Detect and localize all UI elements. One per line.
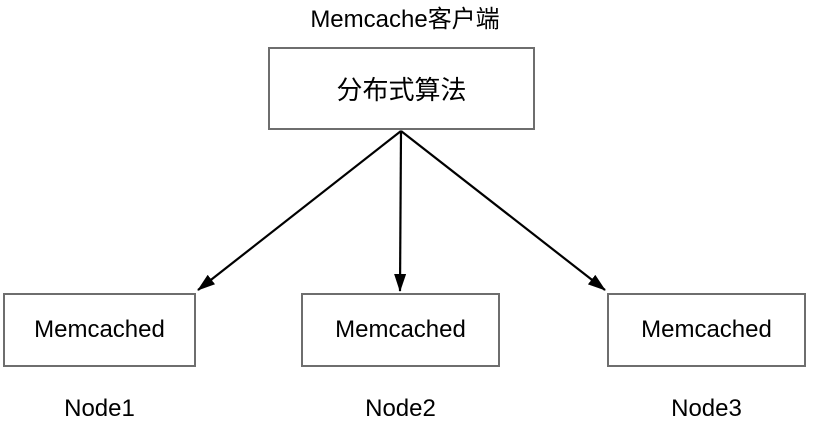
node3-box: Memcached (607, 293, 806, 367)
node2-box-label: Memcached (335, 316, 466, 343)
client-algorithm-label: 分布式算法 (336, 75, 467, 105)
node2-name-label: Node2 (365, 395, 436, 422)
node1-box-label: Memcached (34, 316, 165, 343)
arrow-client-to-node2 (394, 130, 407, 292)
node1-name-label: Node1 (64, 395, 135, 422)
client-algorithm-box: 分布式算法 (268, 47, 535, 130)
node2-box: Memcached (301, 293, 500, 367)
arrow-client-to-node3 (400, 130, 606, 291)
node3-box-label: Memcached (641, 316, 772, 343)
node3-name-label: Node3 (671, 395, 742, 422)
diagram-title: Memcache客户端 (310, 6, 500, 33)
arrow-client-to-node1 (197, 130, 402, 291)
node1-box: Memcached (3, 293, 196, 367)
